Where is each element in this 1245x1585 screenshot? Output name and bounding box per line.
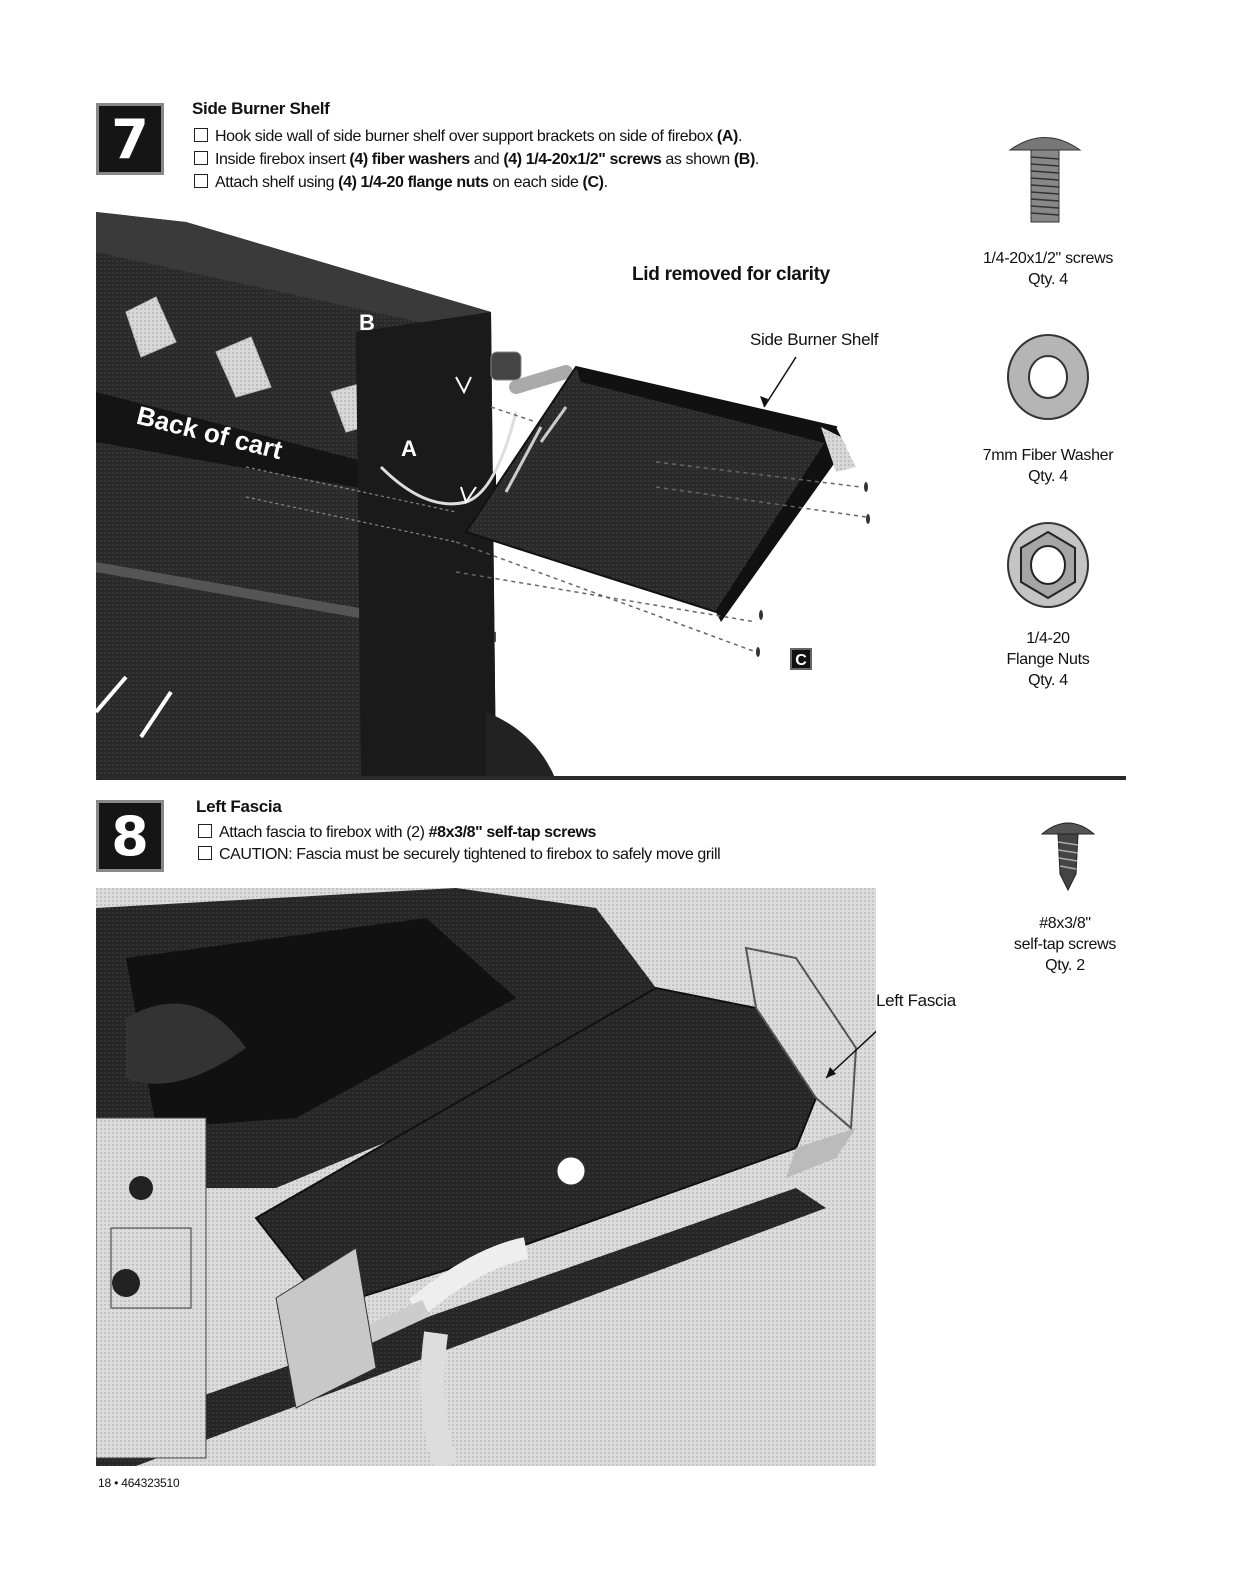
- part-screw-label: 1/4-20x1/2" screws Qty. 4: [968, 248, 1128, 290]
- part-washer-label: 7mm Fiber Washer Qty. 4: [968, 445, 1128, 487]
- instruction-text: CAUTION: Fascia must be securely tighten…: [219, 846, 721, 863]
- step-7-instruction-2: Inside firebox insert (4) fiber washers …: [194, 151, 759, 169]
- side-burner-shelf-illustration: [96, 212, 870, 780]
- instruction-text: Hook side wall of side burner shelf over…: [215, 128, 717, 145]
- instruction-ref: (C): [582, 174, 604, 191]
- left-fascia-label: Left Fascia: [876, 991, 956, 1010]
- instruction-part: #8x3/8" self-tap screws: [428, 824, 597, 841]
- step-7-instruction-1: Hook side wall of side burner shelf over…: [194, 128, 742, 146]
- shelf-pointer-line: [763, 356, 797, 408]
- instruction-text: Inside firebox insert: [215, 151, 350, 168]
- instruction-part: (4) 1/4-20 flange nuts: [338, 174, 489, 191]
- step-8-instruction-1: Attach fascia to firebox with (2) #8x3/8…: [198, 824, 596, 842]
- step-8-badge: 8: [96, 800, 164, 872]
- instruction-text: on each side: [488, 174, 583, 191]
- part-qty: Qty. 4: [1028, 672, 1068, 689]
- step-8-title: Left Fascia: [196, 797, 282, 816]
- part-nut-label: 1/4-20 Flange Nuts Qty. 4: [968, 628, 1128, 691]
- instruction-text: .: [737, 128, 742, 145]
- step-7-instruction-3: Attach shelf using (4) 1/4-20 flange nut…: [194, 174, 608, 192]
- checkbox-icon[interactable]: [194, 128, 208, 142]
- truss-head-screw-icon: [1008, 137, 1082, 223]
- instruction-text: Attach shelf using: [215, 174, 339, 191]
- fiber-washer-icon: [1007, 334, 1089, 420]
- step-8-instruction-2: CAUTION: Fascia must be securely tighten…: [198, 846, 721, 864]
- part-qty: Qty. 4: [1028, 271, 1068, 288]
- marker-a: A: [401, 436, 417, 461]
- instruction-ref: (B): [733, 151, 755, 168]
- part-name: #8x3/8": [1039, 915, 1091, 932]
- part-name: 7mm Fiber Washer: [982, 447, 1114, 464]
- instruction-ref: (A): [716, 128, 738, 145]
- part-name: 1/4-20: [1026, 630, 1070, 647]
- part-name: Flange Nuts: [1006, 651, 1090, 668]
- instruction-part: (4) 1/4-20x1/2" screws: [503, 151, 662, 168]
- part-self-tap-label: #8x3/8" self-tap screws Qty. 2: [990, 913, 1140, 976]
- part-qty: Qty. 2: [1045, 957, 1085, 974]
- page-footer: 18 • 464323510: [98, 1476, 180, 1490]
- side-burner-shelf-label: Side Burner Shelf: [750, 330, 879, 349]
- instruction-text: and: [469, 151, 504, 168]
- checkbox-icon[interactable]: [198, 824, 212, 838]
- flange-nut-icon: [1007, 522, 1089, 608]
- instruction-part: (4) fiber washers: [349, 151, 470, 168]
- self-tap-screw-icon: [1040, 822, 1096, 892]
- instruction-text: .: [603, 174, 608, 191]
- part-name: self-tap screws: [1013, 936, 1117, 953]
- part-name: 1/4-20x1/2" screws: [982, 250, 1114, 267]
- marker-c: C: [790, 648, 812, 670]
- part-qty: Qty. 4: [1028, 468, 1068, 485]
- checkbox-icon[interactable]: [194, 174, 208, 188]
- left-fascia-illustration: [96, 888, 876, 1466]
- step-7-badge: 7: [96, 103, 164, 175]
- step-7-title: Side Burner Shelf: [192, 99, 330, 118]
- checkbox-icon[interactable]: [194, 151, 208, 165]
- instruction-text: Attach fascia to firebox with (2): [219, 824, 429, 841]
- section-divider: [98, 776, 1126, 780]
- marker-b: B: [359, 310, 375, 335]
- instruction-text: .: [754, 151, 759, 168]
- checkbox-icon[interactable]: [198, 846, 212, 860]
- instruction-text: as shown: [661, 151, 734, 168]
- lid-removed-note: Lid removed for clarity: [632, 264, 830, 285]
